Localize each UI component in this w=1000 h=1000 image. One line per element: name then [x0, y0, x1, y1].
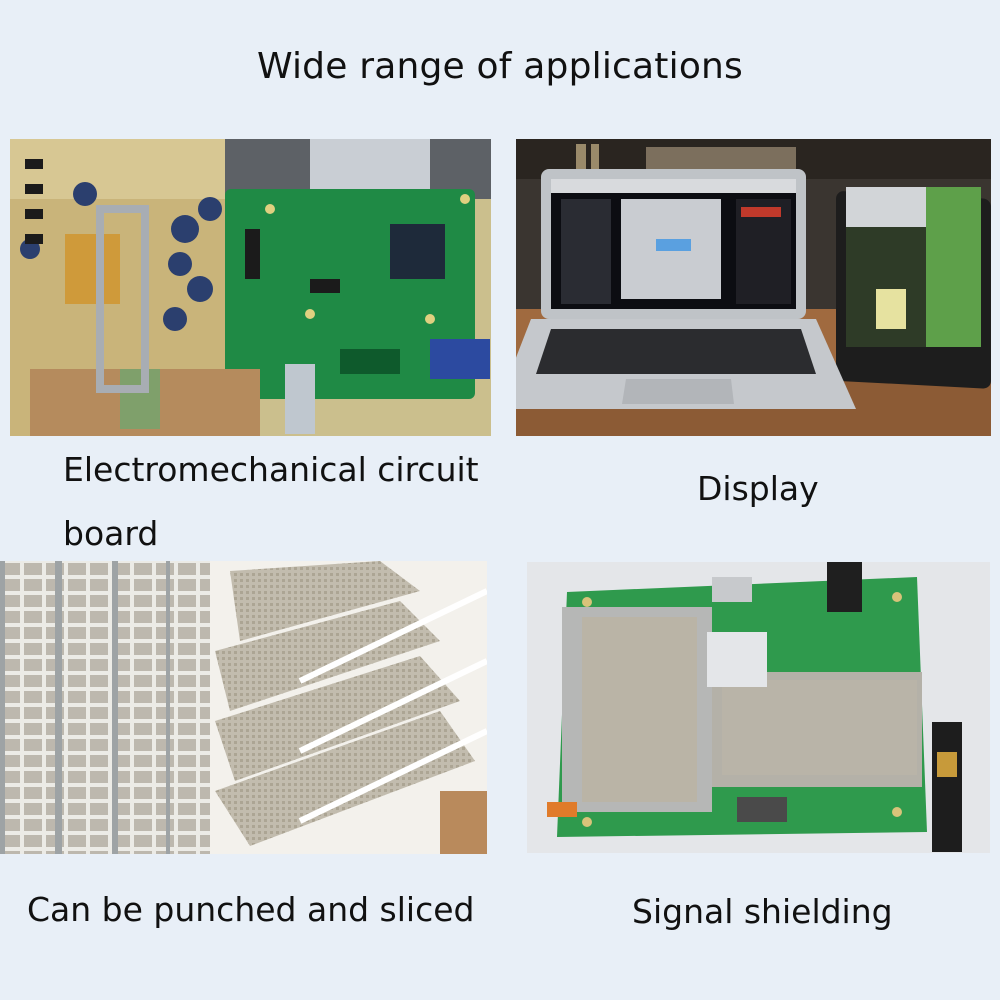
caption-signal-shielding: Signal shielding — [632, 892, 893, 931]
page-title: Wide range of applications — [256, 46, 744, 87]
circuit-board-photo — [10, 139, 491, 436]
caption-punched-sliced: Can be punched and sliced — [27, 890, 475, 929]
caption-circuit-board: Electromechanical circuit board — [63, 450, 479, 553]
die-cut-sheets-photo — [0, 561, 487, 854]
shielded-pcb-photo — [527, 562, 990, 853]
caption-display: Display — [697, 469, 819, 508]
laptop-tablet-photo — [516, 139, 991, 436]
